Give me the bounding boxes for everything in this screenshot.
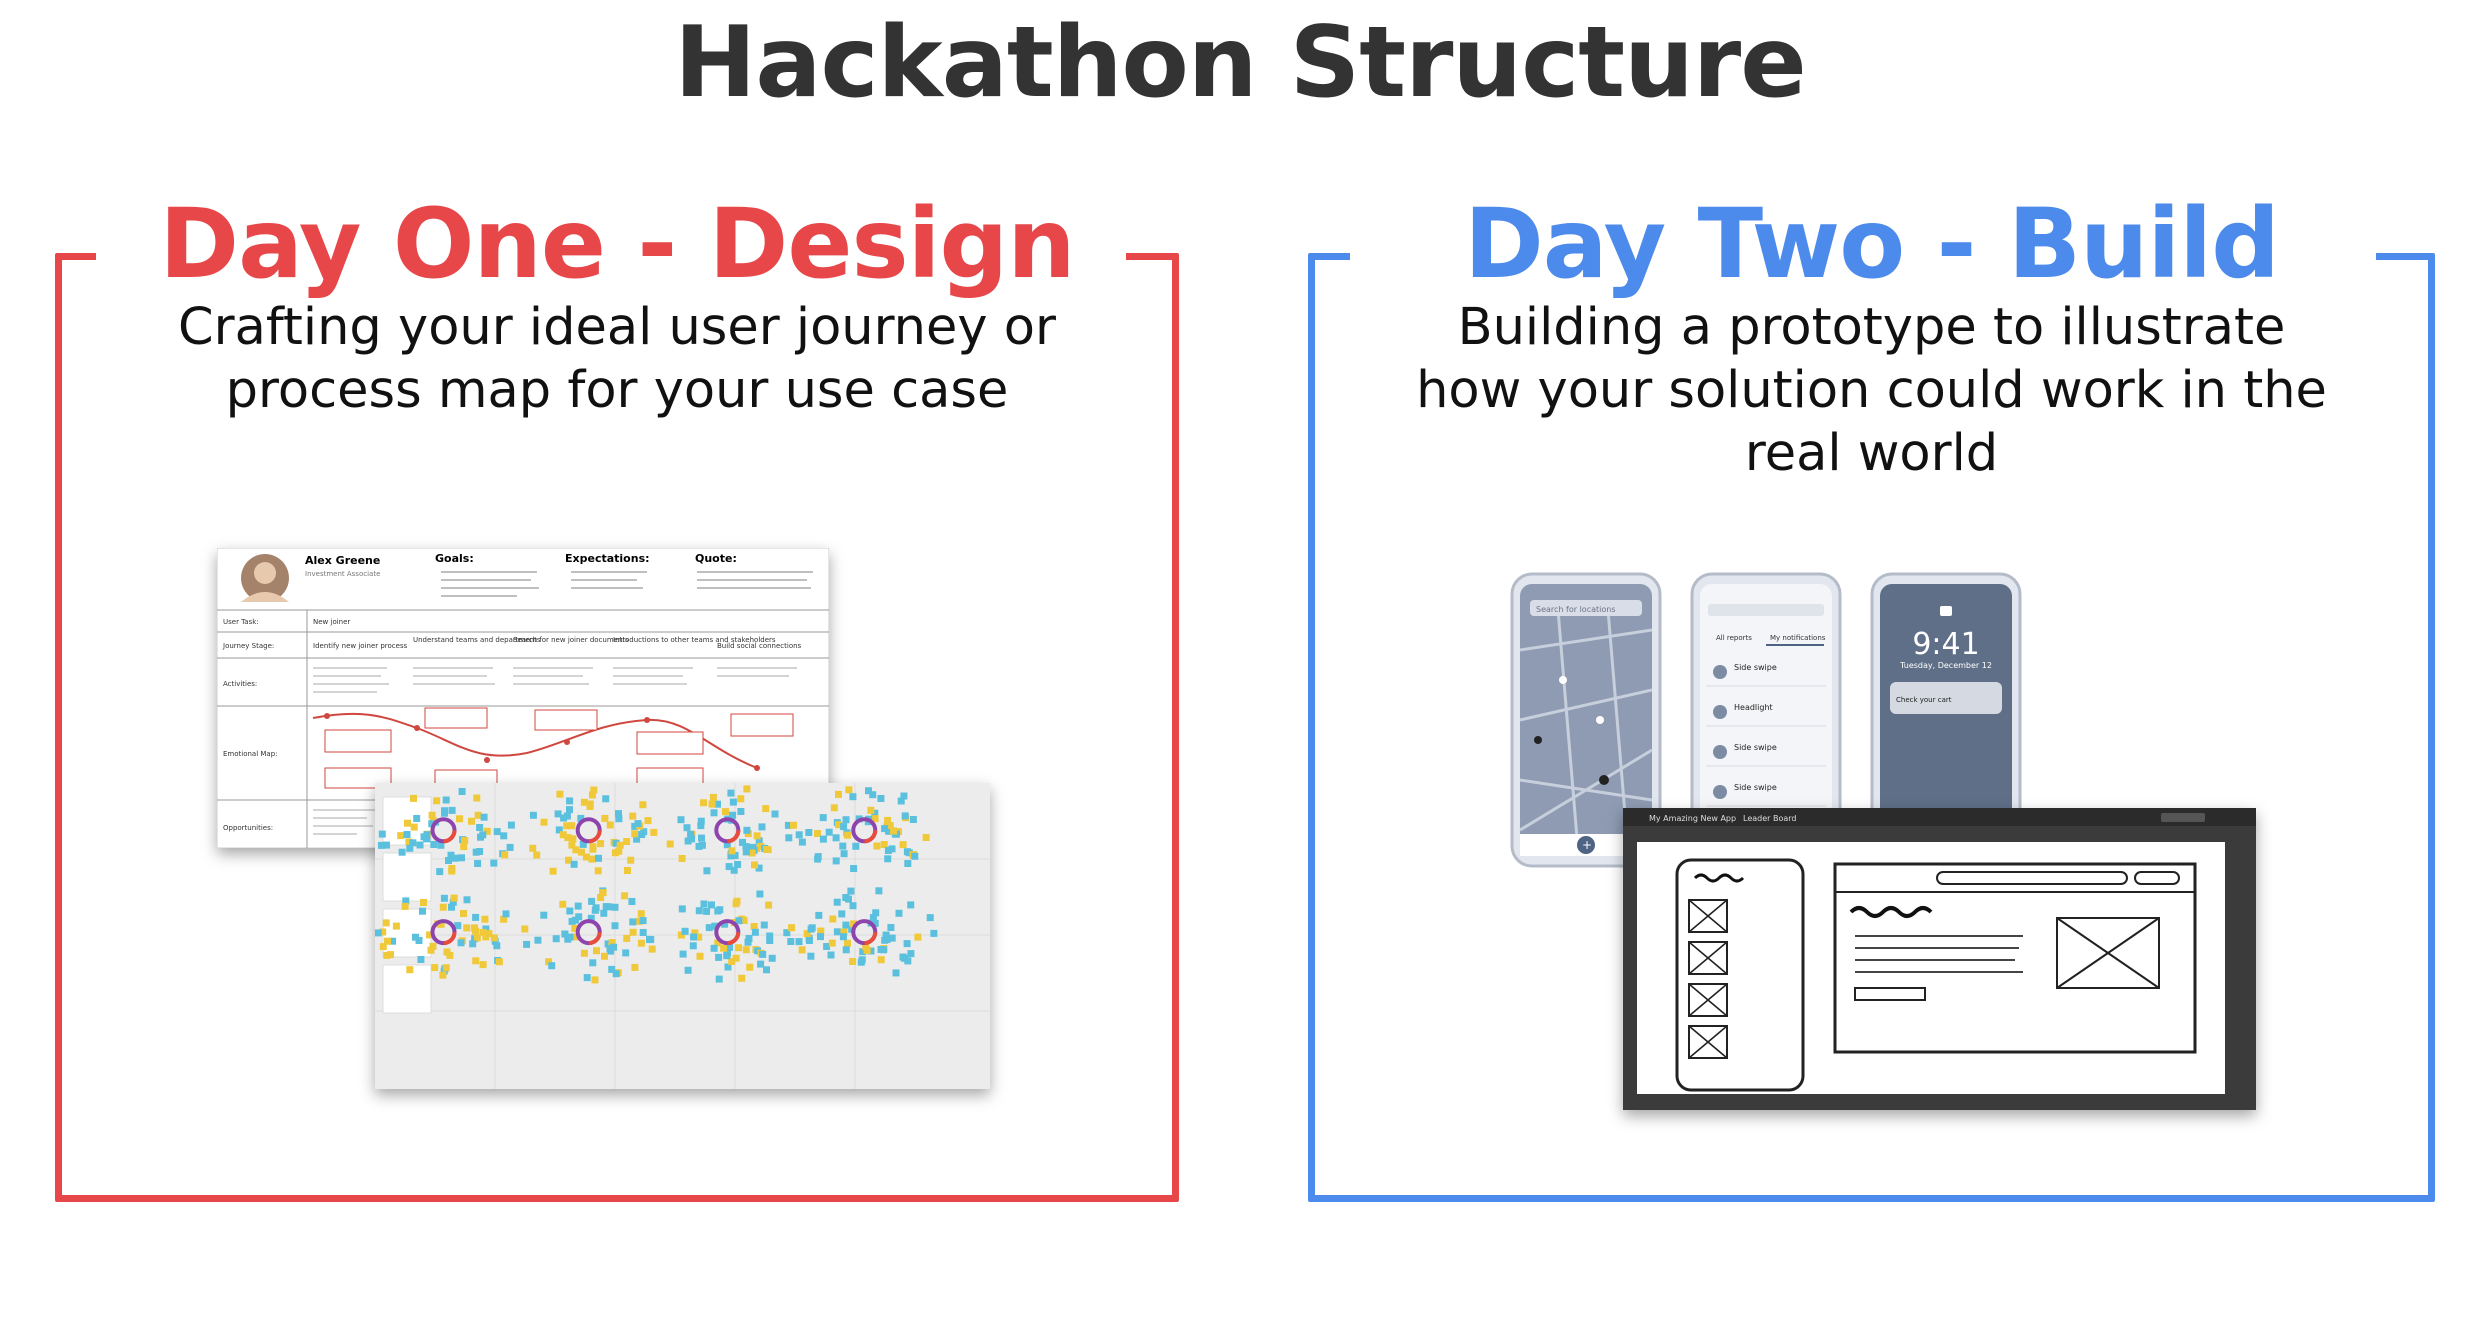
list-item-icon [1713, 665, 1727, 679]
sticky-board-image [374, 783, 990, 1089]
wireframe-board-name: Leader Board [1743, 814, 1796, 823]
stage-2: Understand teams and departments [413, 636, 541, 644]
day-one-subtitle: Crafting your ideal user journey or proc… [55, 296, 1179, 422]
day-one-subtitle-line-1: Crafting your ideal user journey or [178, 298, 1056, 357]
phone-lock: 9:41 Tuesday, December 12 Check your car… [1870, 572, 2022, 868]
list-item-icon [1713, 785, 1727, 799]
list-item-icon [1713, 745, 1727, 759]
row-label-emotional-map: Emotional Map: [223, 750, 278, 758]
day-two-subtitle-line-2: how your solution could work in the [1416, 361, 2327, 420]
user-task-value: New joiner [313, 618, 350, 626]
page-title: Hackathon Structure [674, 6, 1806, 120]
stage-3: Search for new joiner documents [513, 636, 629, 644]
day-two-heading: Day Two - Build [1464, 188, 2280, 300]
list-item: Side swipe [1734, 783, 1777, 792]
quote-label: Quote: [695, 552, 737, 565]
day-two-subtitle-line-3: real world [1744, 424, 1999, 483]
expectations-label: Expectations: [565, 552, 650, 565]
day-two-subtitle: Building a prototype to illustrate how y… [1308, 296, 2435, 485]
list-item: Headlight [1734, 703, 1773, 712]
lock-time: 9:41 [1912, 627, 1979, 662]
row-label-user-task: User Task: [223, 618, 259, 626]
persona-name: Alex Greene [305, 554, 380, 567]
tab-notifications: My notifications [1770, 634, 1826, 642]
row-label-opportunities: Opportunities: [223, 824, 273, 832]
wireframe-project-name: My Amazing New App [1649, 814, 1736, 823]
phone-map: Search for locations + [1510, 572, 1662, 868]
list-item: Side swipe [1734, 743, 1777, 752]
map-search-field: Search for locations [1536, 605, 1615, 614]
tab-all-reports: All reports [1716, 634, 1752, 642]
day-two-subtitle-line-1: Building a prototype to illustrate [1457, 298, 2286, 357]
stage-1: Identify new joiner process [313, 642, 408, 650]
list-item: Side swipe [1734, 663, 1777, 672]
phone-mockups-image: Search for locations + All reports My no… [1508, 570, 2038, 870]
day-one-subtitle-line-2: process map for your use case [225, 361, 1009, 420]
row-label-activities: Activities: [223, 680, 257, 688]
lock-notification: Check your cart [1896, 696, 1952, 704]
phone-list: All reports My notifications Side swipeH… [1690, 572, 1842, 868]
persona-role: Investment Associate [305, 570, 380, 578]
goals-label: Goals: [435, 552, 474, 565]
stage-5: Build social connections [717, 642, 802, 650]
lock-date: Tuesday, December 12 [1899, 661, 1992, 670]
row-label-journey-stage: Journey Stage: [222, 642, 274, 650]
stage-4: Introductions to other teams and stakeho… [613, 636, 776, 644]
wireframe-window-image: My Amazing New App Leader Board [1623, 808, 2256, 1110]
day-one-heading: Day One - Design [159, 188, 1075, 300]
list-item-icon [1713, 705, 1727, 719]
svg-text:+: + [1582, 838, 1592, 852]
